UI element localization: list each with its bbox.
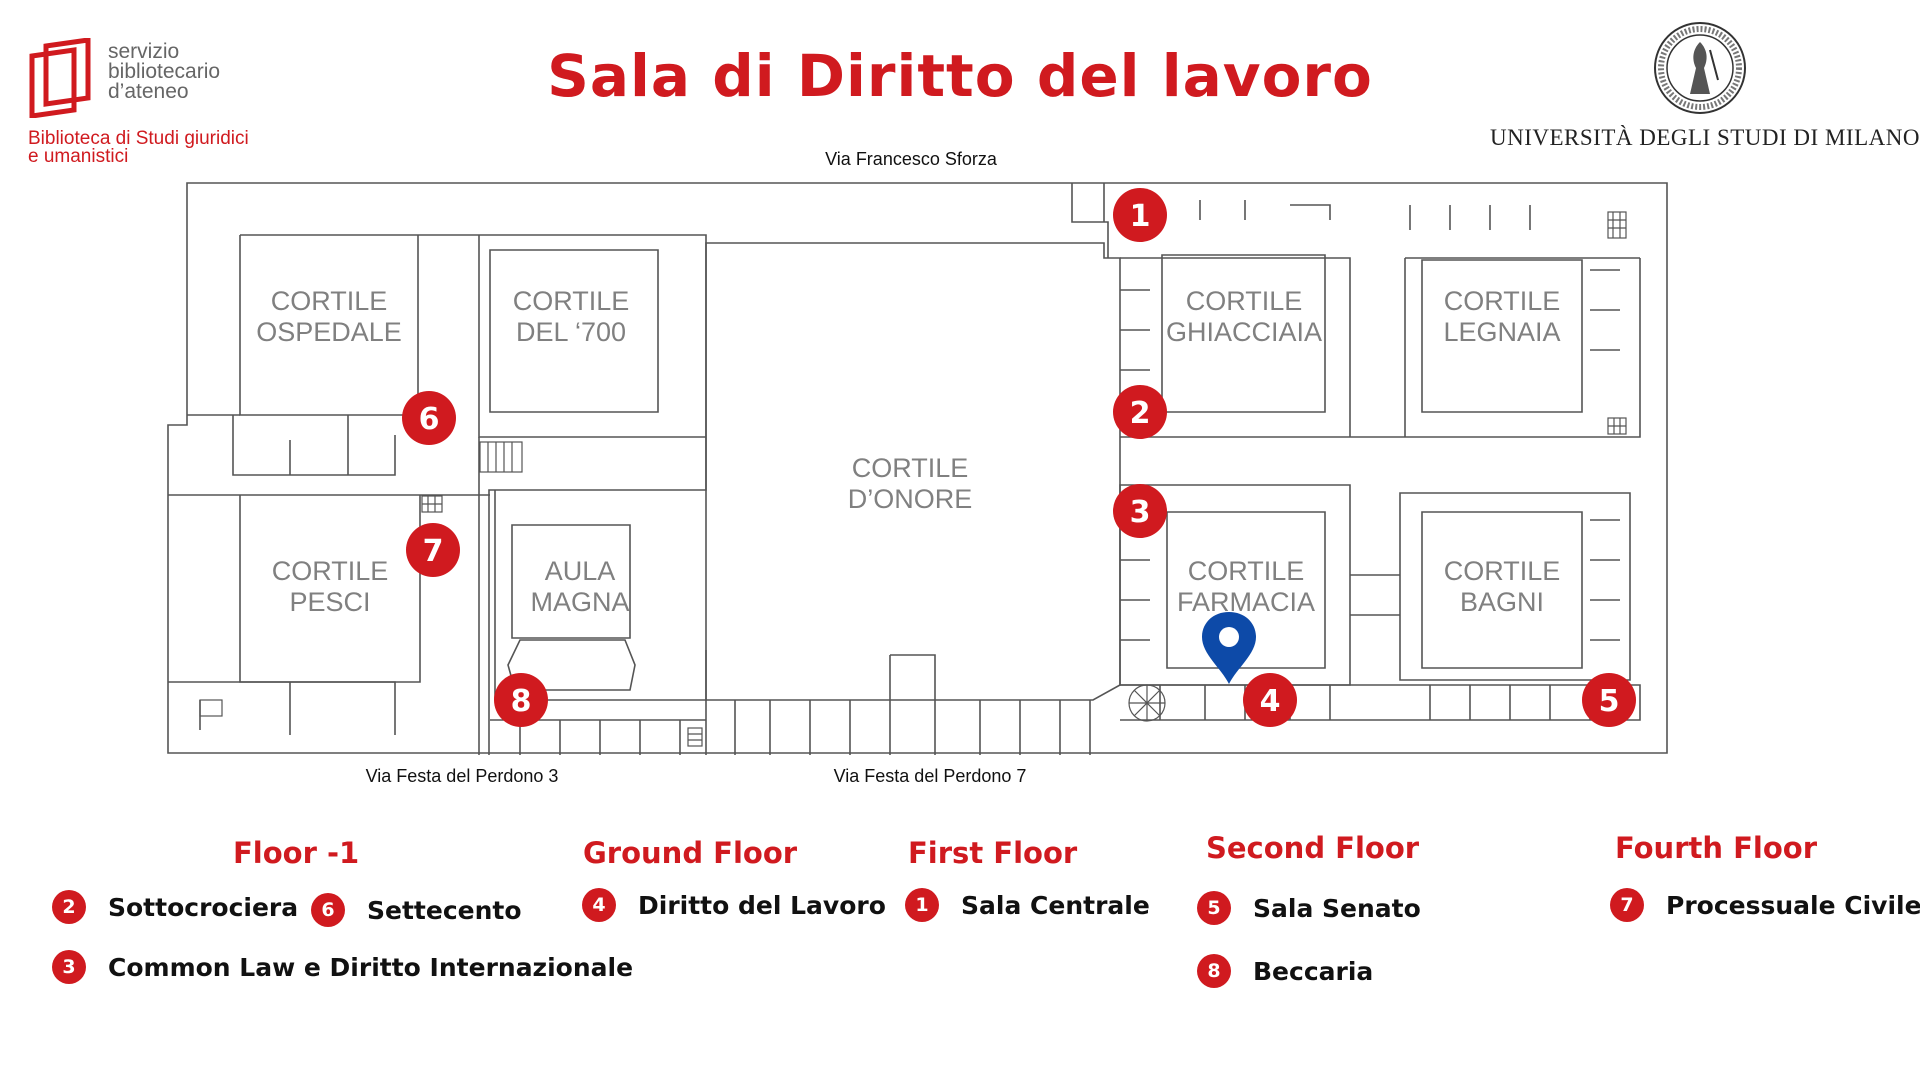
- legend-label: Beccaria: [1253, 956, 1374, 986]
- logo-line-3: d’ateneo: [108, 80, 189, 103]
- legend-badge: 2: [52, 890, 86, 924]
- marker-4: 4: [1243, 673, 1297, 727]
- courtyard-label: DEL ‘700: [516, 317, 626, 347]
- location-pin-icon: [1202, 612, 1256, 684]
- legend-item: 8 Beccaria: [1197, 954, 1373, 988]
- svg-text:5: 5: [1599, 684, 1620, 719]
- courtyard-label: CORTILE: [1186, 286, 1303, 316]
- marker-2: 2: [1113, 385, 1167, 439]
- legend-label: Sala Centrale: [961, 890, 1150, 920]
- street-label-bottom-left: Via Festa del Perdono 3: [366, 766, 559, 786]
- legend-label: Settecento: [367, 895, 522, 925]
- svg-text:3: 3: [1130, 495, 1151, 530]
- legend-badge: 6: [311, 893, 345, 927]
- logo-subtitle-2: e umanistici: [28, 146, 129, 167]
- legend-item: 2 Sottocrociera: [52, 890, 298, 924]
- courtyard-label: CORTILE: [272, 556, 389, 586]
- courtyard-label: FARMACIA: [1177, 587, 1315, 617]
- street-label-bottom-right: Via Festa del Perdono 7: [834, 766, 1027, 786]
- courtyard-label: CORTILE: [271, 286, 388, 316]
- legend-floor-ground: Ground Floor: [583, 836, 798, 870]
- legend-badge: 3: [52, 950, 86, 984]
- courtyard-label: PESCI: [289, 587, 370, 617]
- university-name: UNIVERSITÀ DEGLI STUDI DI MILANO: [1490, 125, 1920, 150]
- legend-badge: 8: [1197, 954, 1231, 988]
- courtyard-label: CORTILE: [1444, 286, 1561, 316]
- legend-floor-minus-1: Floor -1: [233, 836, 360, 870]
- svg-text:6: 6: [419, 402, 440, 437]
- building-outline: [167, 182, 1668, 754]
- marker-7: 7: [406, 523, 460, 577]
- legend-label: Diritto del Lavoro: [638, 890, 886, 920]
- svg-text:8: 8: [511, 684, 532, 719]
- svg-text:2: 2: [1130, 396, 1151, 431]
- legend-item: 7 Processuale Civile: [1610, 888, 1920, 922]
- courtyard-label: OSPEDALE: [256, 317, 402, 347]
- courtyard-label: AULA: [545, 556, 616, 586]
- marker-3: 3: [1113, 484, 1167, 538]
- university-seal-icon: [1654, 22, 1746, 114]
- legend-label: Sottocrociera: [108, 892, 299, 922]
- legend-badge: 5: [1197, 891, 1231, 925]
- legend-item: 6 Settecento: [311, 893, 522, 927]
- svg-text:7: 7: [423, 534, 444, 569]
- legend-badge: 1: [905, 888, 939, 922]
- legend-floor-first: First Floor: [908, 836, 1078, 870]
- courtyard-label: BAGNI: [1460, 587, 1544, 617]
- marker-1: 1: [1113, 188, 1167, 242]
- logo-subtitle-1: Biblioteca di Studi giuridici: [28, 128, 249, 149]
- legend-label: Sala Senato: [1253, 893, 1421, 923]
- courtyard-label: CORTILE: [513, 286, 630, 316]
- legend-badge: 7: [1610, 888, 1644, 922]
- library-logo-icon: [29, 38, 91, 118]
- svg-text:4: 4: [1260, 684, 1281, 719]
- courtyard-label: CORTILE: [1444, 556, 1561, 586]
- marker-5: 5: [1582, 673, 1636, 727]
- legend-floor-fourth: Fourth Floor: [1615, 831, 1818, 865]
- logo-line-1: servizio: [108, 40, 180, 63]
- legend-floor-second: Second Floor: [1206, 831, 1420, 865]
- courtyard-label: GHIACCIAIA: [1166, 317, 1322, 347]
- courtyard-label: D’ONORE: [848, 484, 973, 514]
- marker-8: 8: [494, 673, 548, 727]
- legend-badge: 4: [582, 888, 616, 922]
- street-label-top: Via Francesco Sforza: [825, 149, 998, 169]
- legend-item: 3 Common Law e Diritto Internazionale: [52, 950, 633, 984]
- legend-label: Processuale Civile: [1666, 890, 1920, 920]
- page-title: Sala di Diritto del lavoro: [547, 42, 1373, 110]
- library-logo: servizio bibliotecario d’ateneo Bibliote…: [28, 38, 258, 168]
- legend-label: Common Law e Diritto Internazionale: [108, 952, 634, 982]
- logo-line-2: bibliotecario: [108, 60, 221, 83]
- courtyard-label: MAGNA: [530, 587, 629, 617]
- svg-text:1: 1: [1130, 199, 1151, 234]
- marker-6: 6: [402, 391, 456, 445]
- courtyard-label: CORTILE: [1188, 556, 1305, 586]
- legend-item: 5 Sala Senato: [1197, 891, 1421, 925]
- courtyard-label: LEGNAIA: [1443, 317, 1560, 347]
- legend-item: 1 Sala Centrale: [905, 888, 1150, 922]
- courtyard-label: CORTILE: [852, 453, 969, 483]
- legend-item: 4 Diritto del Lavoro: [582, 888, 886, 922]
